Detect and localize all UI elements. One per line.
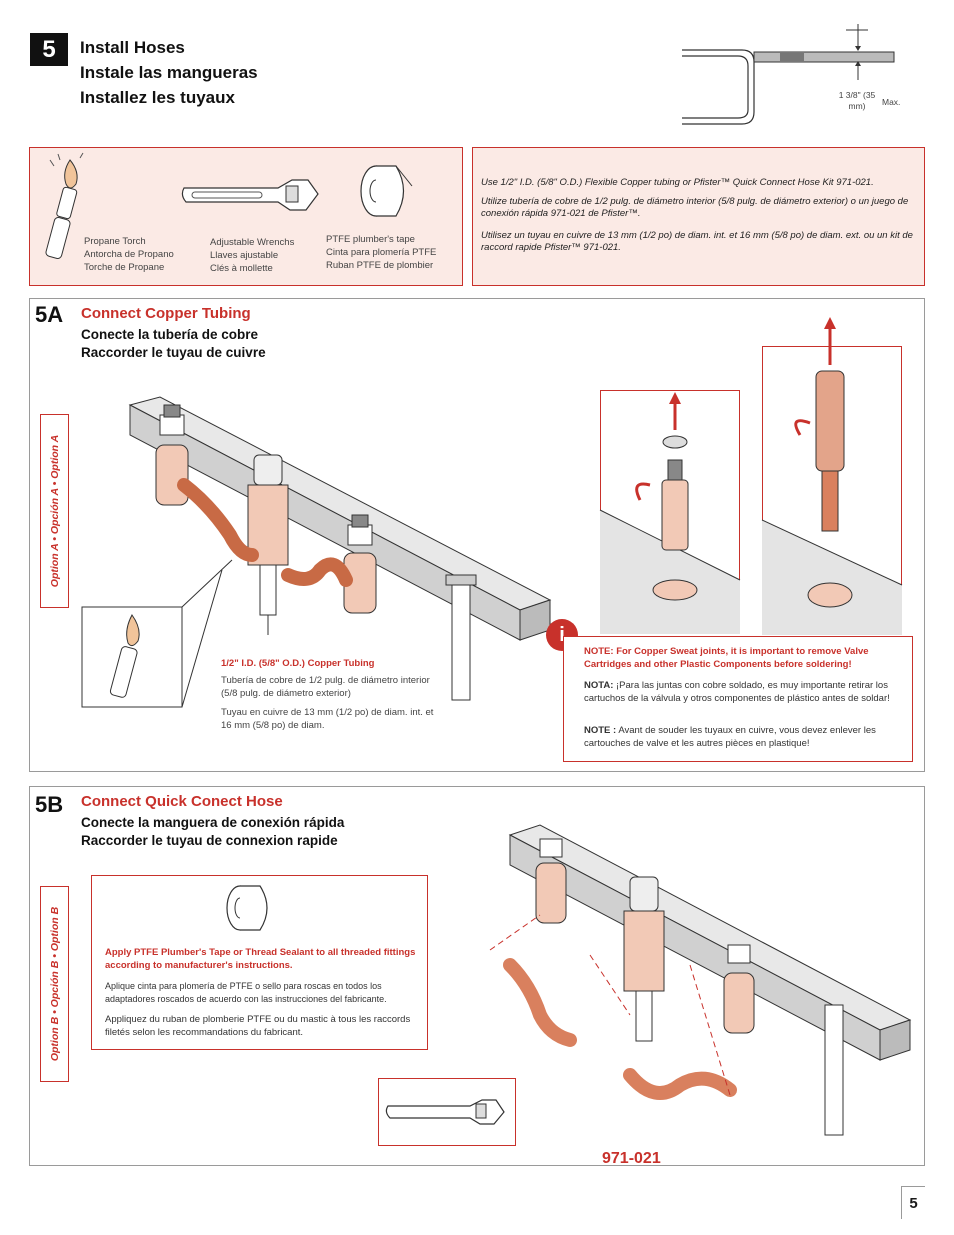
copper-tubing-assembly-illustration (128, 396, 552, 701)
section-5b-title-fr: Raccorder le tuyau de connexion rapide (81, 833, 338, 848)
tape-instruction-fr: Appliquez du ruban de plomberie PTFE ou … (105, 1014, 411, 1038)
tape-instruction-en: Apply PTFE Plumber's Tape or Thread Seal… (105, 947, 416, 971)
valve-body-removal-illustration (761, 317, 903, 635)
quick-connect-assembly-illustration (489, 824, 912, 1136)
step-title-fr: Installez les tuyaux (80, 88, 235, 107)
propane-torch-icon (45, 152, 84, 259)
section-5a-title-fr: Raccorder le tuyau de cuivre (81, 345, 266, 360)
tubing-note-en: Use 1/2" I.D. (5/8" O.D.) Flexible Coppe… (481, 177, 874, 188)
step-title-en: Install Hoses (80, 38, 185, 57)
section-5a-number: 5A (35, 302, 64, 327)
soldering-note-es: NOTA: ¡Para las juntas con cobre soldado… (584, 680, 890, 704)
deck-dimension-label: 1 3/8" (35 mm) (838, 90, 876, 111)
adjustable-wrench-icon (181, 179, 319, 211)
ptfe-tape-icon (226, 885, 268, 931)
deck-thickness-diagram (682, 24, 895, 125)
soldering-note-en: NOTE: For Copper Sweat joints, it is imp… (584, 646, 869, 670)
cartridge-removal-illustration (599, 392, 741, 634)
soldering-note-fr: NOTE : Avant de souder les tuyaux en cui… (584, 725, 876, 749)
section-5b-title-en: Connect Quick Conect Hose (81, 793, 283, 810)
torch-callout-icon (81, 559, 233, 708)
tubing-note-es: Utilize tubería de cobre de 1/2 pulg. de… (481, 196, 909, 219)
copper-tubing-label: 1/2" I.D. (5/8" O.D.) Copper Tubing Tube… (221, 658, 434, 731)
option-b-tab: Option B • Opción B • Option B (40, 886, 69, 1082)
step-title-es: Instale las mangueras (80, 63, 258, 82)
section-5b-title-es: Conecte la manguera de conexión rápida (81, 815, 345, 830)
deck-max-label: Max. (882, 97, 901, 107)
page-number: 5 (901, 1186, 925, 1219)
soldering-note-box (563, 636, 913, 762)
section-5a-title-en: Connect Copper Tubing (81, 305, 251, 322)
tubing-note-fr: Utilisez un tuyau en cuivre de 13 mm (1/… (481, 230, 913, 253)
ptfe-tape-icon (360, 165, 413, 217)
hose-kit-number: 971-021 (602, 1150, 661, 1167)
tape-instruction-es: Aplique cinta para plomería de PTFE o se… (105, 981, 387, 1004)
step-number-badge: 5 (30, 33, 68, 66)
section-5a-title-es: Conecte la tubería de cobre (81, 327, 259, 342)
tubing-note-box (472, 147, 925, 286)
option-a-tab: Option A • Opción A • Option A (40, 414, 69, 608)
section-5b-number: 5B (35, 792, 64, 817)
adjustable-wrench-icon (385, 1099, 505, 1125)
